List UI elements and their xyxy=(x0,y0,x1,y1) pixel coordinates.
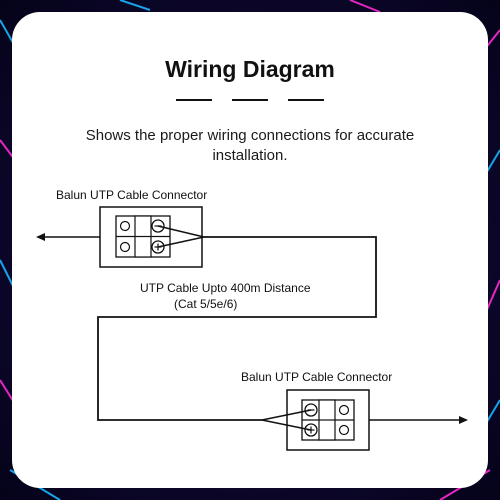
connector-top xyxy=(99,206,205,268)
title-divider xyxy=(232,99,268,101)
arrow-right-icon xyxy=(459,416,468,424)
title-divider xyxy=(176,99,212,101)
screw-terminal xyxy=(119,220,131,232)
title-divider xyxy=(288,99,324,101)
page-title: Wiring Diagram xyxy=(165,56,335,82)
utp-cable-line xyxy=(97,236,377,421)
wiring-card: Wiring Diagram Shows the proper wiring c… xyxy=(12,12,488,488)
cable-label-line2: (Cat 5/5e/6) xyxy=(174,297,237,311)
connector-bottom-label: Balun UTP Cable Connector xyxy=(241,370,392,384)
cable-label-line1: UTP Cable Upto 400m Distance xyxy=(140,281,311,295)
page-subtitle: Shows the proper wiring connections for … xyxy=(85,127,415,164)
arrow-left-icon xyxy=(36,233,45,241)
connector-top-label: Balun UTP Cable Connector xyxy=(56,188,207,202)
screw-terminal xyxy=(338,424,350,436)
screw-terminal xyxy=(338,404,350,416)
connector-bottom xyxy=(261,389,370,451)
screw-terminal xyxy=(119,241,131,253)
wiring-diagram: Balun UTP Cable Connector UTP Cable Upto… xyxy=(36,188,468,451)
